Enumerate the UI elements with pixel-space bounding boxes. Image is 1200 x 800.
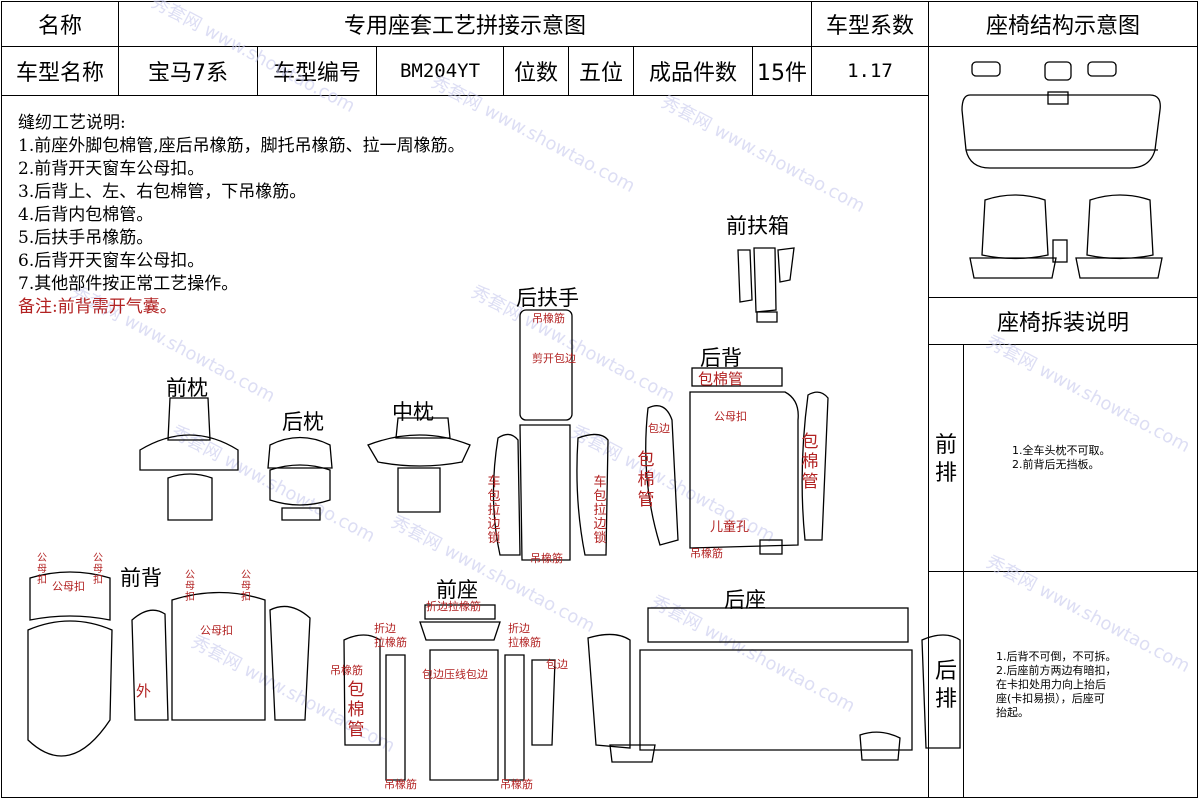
annotation: 包棉管 [801,432,819,492]
note-item: 3.后背上、左、右包棉管，下吊橡筋。 [18,182,307,202]
part-label-rear-pillow: 后枕 [282,410,324,434]
note-item: 6.后背开天窗车公母扣。 [18,251,205,271]
note-item: 1.前座外脚包棉管,座后吊橡筋，脚托吊橡筋、拉一周橡筋。 [18,136,465,156]
rear-bench-thumbnail [961,61,1161,169]
annotation: 吊橡筋 [532,312,565,325]
part-label-mid-pillow: 中枕 [392,400,434,424]
notes-title: 缝纫工艺说明: [18,113,126,133]
annotation: 折边 [374,622,396,635]
part-label-front-box: 前扶箱 [726,214,789,238]
front-box-pieces [737,247,795,323]
notes-remark: 备注:前背需开气囊。 [18,297,177,317]
annotation: 公母扣 [714,410,747,423]
annotation: 剪开包边 [532,352,576,365]
rear-armrest-pieces [492,309,609,561]
part-label-rear-back: 后背 [700,346,742,370]
model-name-label: 车型名称 [1,46,119,96]
annotation: 包棉管 [347,680,365,740]
rear-row-text: 1.后背不可倒，不可拆。 2.后座前方两边有暗扣， 在卡扣处用力向上抬后 座(卡… [996,650,1117,719]
part-label-rear-seat: 后座 [724,588,766,612]
annotation: 儿童孔 [710,520,750,535]
rear-seat-pieces [587,607,961,763]
annotation: 拉橡筋 [374,636,407,649]
annotation: 车包拉边锁 [487,475,501,546]
seats-label: 位数 [503,46,569,96]
front-row-explain-cell [963,344,1198,572]
annotation: 包棉管 [698,370,744,388]
coef-label-cell: 车型系数 [811,1,929,47]
front-back-pieces [27,571,311,757]
rear-row-label: 后排 [934,659,957,712]
annotation: 公母扣 [93,553,103,586]
annotation: 包边压线包边 [422,668,488,681]
annotation: 公母扣 [200,624,233,637]
rear-row-explain-cell [963,571,1198,798]
annotation: 拉橡筋 [508,636,541,649]
rear-back-pieces [645,367,829,555]
part-label-front-back: 前背 [120,566,162,590]
part-label-front-seat: 前座 [436,578,478,602]
model-code-label: 车型编号 [257,46,377,96]
model-name-value: 宝马7系 [118,46,258,96]
annotation: 车包拉边锁 [593,475,607,546]
mid-pillow-pieces [367,417,471,513]
annotation: 吊橡筋 [690,547,723,560]
annotation: 折边拉橡筋 [426,600,481,613]
sewing-notes: 缝纫工艺说明: 1.前座外脚包棉管,座后吊橡筋，脚托吊橡筋、拉一周橡筋。 2.前… [18,112,465,319]
front-row-label: 前排 [934,433,957,486]
annotation: 公母扣 [185,570,195,603]
annotation: 公母扣 [37,553,47,586]
front-row-cell [928,344,964,572]
coef-value: 1.17 [811,46,929,96]
annotation: 吊橡筋 [500,778,533,791]
annotation: 包边 [648,422,670,435]
note-item: 4.后背内包棉管。 [18,205,154,225]
structure-title: 座椅结构示意图 [928,1,1198,47]
annotation: 吊橡筋 [330,664,363,677]
part-label-rear-armrest: 后扶手 [516,286,579,310]
front-seat-pieces [343,604,556,781]
annotation: 公母扣 [52,580,85,593]
annotation: 公母扣 [241,570,251,603]
disassembly-title: 座椅拆装说明 [928,297,1198,345]
note-item: 5.后扶手吊橡筋。 [18,228,154,248]
part-label-front-pillow: 前枕 [166,376,208,400]
rear-row-cell [928,571,964,798]
annotation: 折边 [508,622,530,635]
annotation: 吊橡筋 [384,778,417,791]
model-code-value: BM204YT [376,46,504,96]
annotation: 吊橡筋 [530,552,563,565]
annotation: 包边 [546,658,568,671]
rear-pillow-pieces [267,436,333,521]
annotation: 包棉管 [637,450,655,510]
annotation: 外 [136,682,152,700]
front-row-text: 1.全车头枕不可取。 2.前背后无挡板。 [1012,444,1111,471]
seats-value: 五位 [568,46,634,96]
note-item: 7.其他部件按正常工艺操作。 [18,274,239,294]
front-pillow-pieces [139,397,239,521]
note-item: 2.前背开天窗车公母扣。 [18,159,205,179]
seat-structure-panel [928,46,1198,298]
front-seat-thumbnails [969,194,1163,279]
